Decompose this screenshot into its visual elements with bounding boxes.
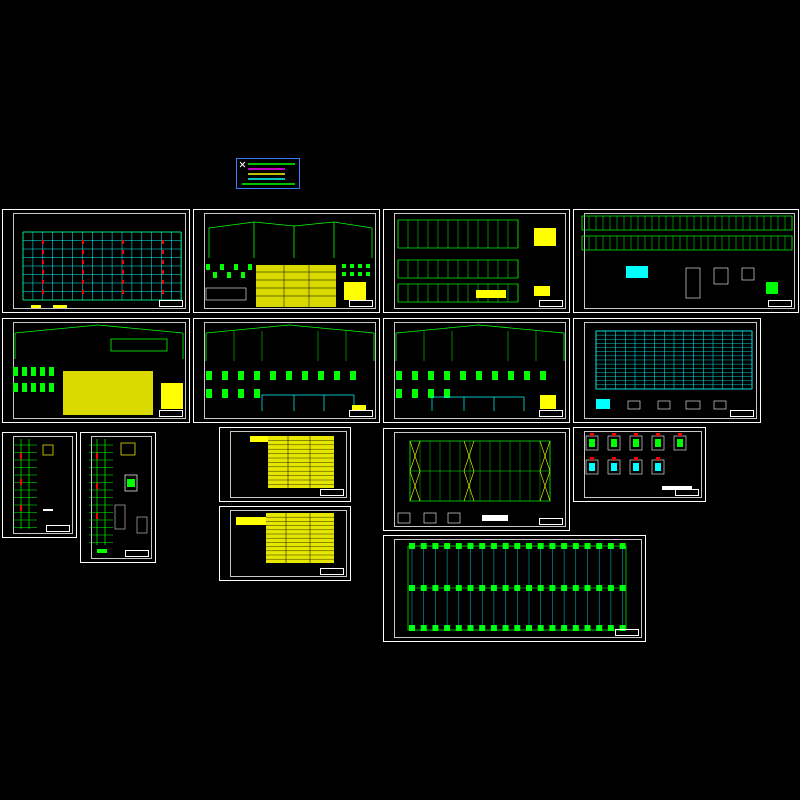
legend-graphic (239, 161, 295, 185)
sheet-frame-details-b[interactable] (193, 318, 380, 423)
sheet-roof-bracing-plan[interactable] (383, 428, 570, 531)
sheet-material-table-a[interactable] (219, 427, 351, 502)
sheet-frame-elevations[interactable] (383, 209, 570, 313)
frame-details-drawing (205, 324, 375, 411)
title-block (675, 489, 699, 496)
title-block (125, 550, 149, 557)
sheet-foundation-plan[interactable] (383, 535, 646, 642)
title-block (46, 525, 70, 532)
frame-elevation-drawing (205, 221, 373, 307)
sheet-border (584, 322, 757, 419)
sheet-frame-details-c[interactable] (383, 318, 570, 423)
title-block (730, 410, 754, 417)
sheet-border (13, 213, 186, 309)
sheet-border (394, 539, 642, 638)
title-block (539, 300, 563, 307)
sheet-border (204, 322, 376, 419)
title-block (539, 410, 563, 417)
frame-details-drawing (395, 324, 565, 411)
material-table-drawing (250, 436, 334, 488)
sheet-border (13, 436, 73, 534)
foundation-plan-drawing (407, 543, 627, 631)
sheet-border (230, 510, 347, 577)
roof-bracing-drawing (397, 440, 551, 524)
sheet-border (584, 431, 702, 498)
sheet-material-table-b[interactable] (219, 506, 351, 581)
sheet-column-elevation-detail[interactable] (80, 432, 156, 563)
title-block (159, 410, 183, 417)
sheet-border (394, 432, 566, 527)
column-elevation-drawing (13, 439, 54, 529)
sheet-border (394, 322, 566, 419)
material-table-drawing (236, 513, 334, 563)
close-icon (239, 161, 246, 168)
title-block (768, 300, 792, 307)
frame-elevations-drawing (397, 219, 556, 303)
title-block (320, 568, 344, 575)
bracing-elevations-drawing (581, 215, 793, 299)
title-block (349, 300, 373, 307)
title-block (615, 629, 639, 636)
title-block (349, 410, 373, 417)
connection-details-drawing (585, 433, 692, 490)
sheet-border (394, 213, 566, 309)
layer-legend (236, 158, 300, 189)
sheet-roof-purlin-grid[interactable] (573, 318, 761, 423)
sheet-frame-elevation-details[interactable] (193, 209, 380, 313)
sheet-frame-details-a[interactable] (2, 318, 190, 423)
title-block (159, 300, 183, 307)
sheet-border (584, 213, 795, 309)
sheet-border (230, 431, 347, 498)
sheet-bracing-elevations[interactable] (573, 209, 799, 313)
column-detail-drawing (89, 439, 148, 553)
column-grid-drawing (22, 231, 182, 308)
sheet-connection-details[interactable] (573, 427, 706, 502)
purlin-grid-drawing (595, 330, 753, 410)
title-block (539, 518, 563, 525)
sheet-column-grid-plan[interactable] (2, 209, 190, 313)
title-block (320, 489, 344, 496)
frame-details-drawing (13, 324, 184, 415)
sheet-border (204, 213, 376, 309)
sheet-column-elevation[interactable] (2, 432, 77, 538)
